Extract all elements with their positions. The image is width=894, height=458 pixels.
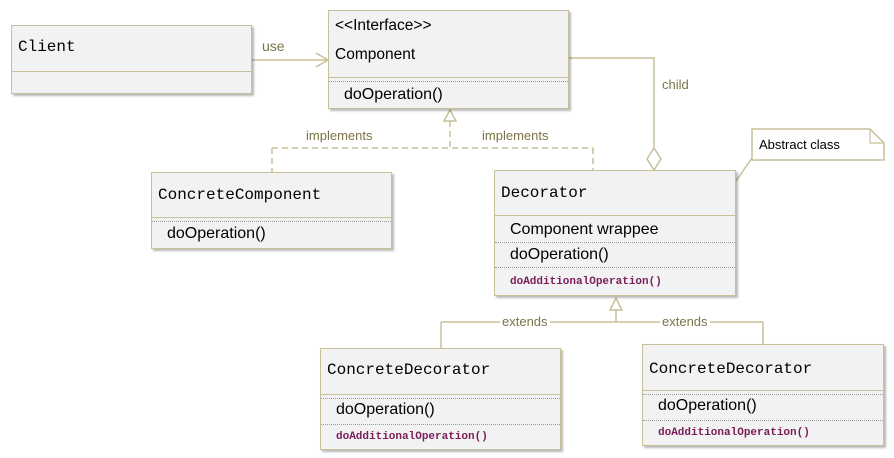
compartment-divider — [321, 424, 560, 425]
implements-label-right: implements — [482, 128, 549, 143]
operation: doOperation() — [510, 246, 609, 263]
class-concrete-decorator-1[interactable]: ConcreteDecorator doOperation() doAdditi… — [320, 348, 561, 450]
use-label: use — [262, 38, 285, 54]
operation: doOperation() — [344, 86, 443, 103]
compartment-divider — [643, 394, 883, 395]
use-association — [252, 52, 330, 68]
compartment-divider — [495, 215, 735, 216]
implements-label-left: implements — [306, 128, 373, 143]
additional-operation: doAdditionalOperation() — [510, 276, 662, 288]
hollow-triangle-arrowhead — [608, 296, 624, 311]
hollow-triangle-arrowhead — [442, 108, 458, 122]
compartment-divider — [329, 81, 568, 82]
compartment-divider — [643, 390, 883, 391]
additional-operation: doAdditionalOperation() — [336, 431, 488, 443]
extends-label-right: extends — [660, 314, 710, 329]
note-shape — [735, 128, 885, 182]
compartment-divider — [12, 71, 251, 72]
compartment-divider — [152, 221, 391, 222]
compartment-divider — [643, 420, 883, 421]
compartment-divider — [321, 398, 560, 399]
field: Component wrappee — [510, 221, 659, 238]
child-aggregation — [569, 57, 662, 172]
operation: doOperation() — [167, 225, 266, 242]
class-component-interface[interactable]: <<Interface>> Component doOperation() — [328, 10, 569, 109]
class-name: Component — [335, 46, 416, 63]
class-client[interactable]: Client — [11, 25, 252, 94]
child-label: child — [662, 77, 689, 92]
aggregation-diamond — [646, 146, 662, 172]
compartment-divider — [495, 242, 735, 243]
abstract-class-note: Abstract class — [752, 129, 884, 160]
extends-label-left: extends — [500, 314, 550, 329]
class-name: ConcreteComponent — [158, 186, 322, 204]
additional-operation: doAdditionalOperation() — [658, 427, 810, 439]
class-decorator[interactable]: Decorator Component wrappee doOperation(… — [494, 170, 736, 296]
compartment-divider — [152, 217, 391, 218]
class-name: Client — [18, 38, 76, 56]
extends-generalization — [440, 296, 764, 348]
implements-realization — [271, 108, 594, 172]
compartment-divider — [329, 77, 568, 78]
class-name: Decorator — [501, 184, 588, 202]
class-concrete-component[interactable]: ConcreteComponent doOperation() — [151, 172, 392, 249]
stereotype-label: <<Interface>> — [335, 17, 432, 34]
note-connector — [735, 157, 753, 182]
compartment-divider — [495, 267, 735, 268]
operation: doOperation() — [658, 397, 757, 414]
class-name: ConcreteDecorator — [649, 360, 813, 378]
class-name: ConcreteDecorator — [327, 361, 491, 379]
note-text: Abstract class — [759, 137, 840, 152]
compartment-divider — [321, 394, 560, 395]
class-concrete-decorator-2[interactable]: ConcreteDecorator doOperation() doAdditi… — [642, 344, 884, 446]
operation: doOperation() — [336, 401, 435, 418]
